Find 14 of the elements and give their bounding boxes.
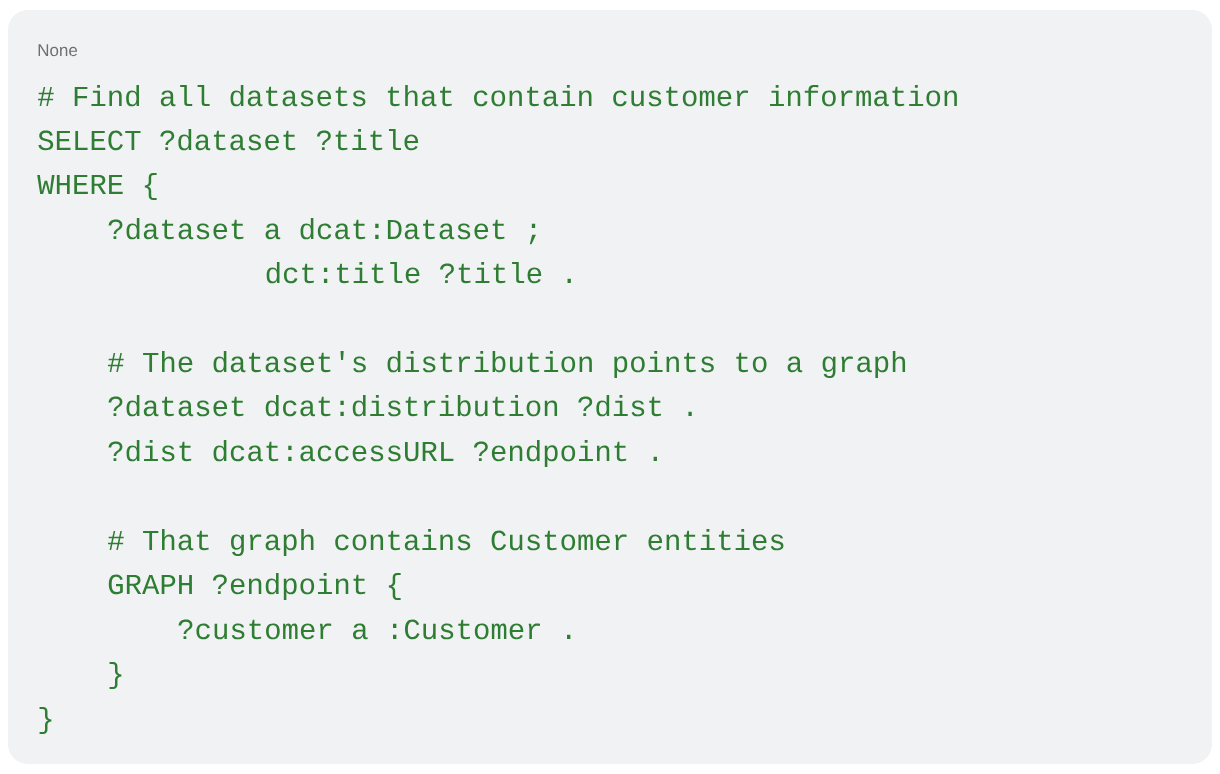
code-line: # Find all datasets that contain customer information — [37, 85, 957, 107]
code-line: ?dist dcat:accessURL ?endpoint . — [108, 440, 657, 468]
code-line: WHERE { — [37, 173, 157, 201]
code-line: } — [39, 707, 52, 735]
code-line: # That graph contains Customer entities — [107, 529, 784, 557]
code-line: SELECT ?dataset ?title — [38, 129, 419, 151]
code-line: dct:title ?title . — [266, 262, 571, 284]
code-line: ?dataset a dcat:Dataset ; — [108, 218, 536, 245]
code-line: # The dataset's distribution points to a graph — [107, 351, 906, 379]
code-line: ?dataset dcat:distribution ?dist . — [108, 395, 692, 417]
language-label: None — [38, 44, 78, 57]
code-line: GRAPH ?endpoint { — [108, 573, 401, 601]
code-line: } — [109, 662, 122, 690]
code-line: ?customer a :Customer . — [178, 619, 571, 640]
